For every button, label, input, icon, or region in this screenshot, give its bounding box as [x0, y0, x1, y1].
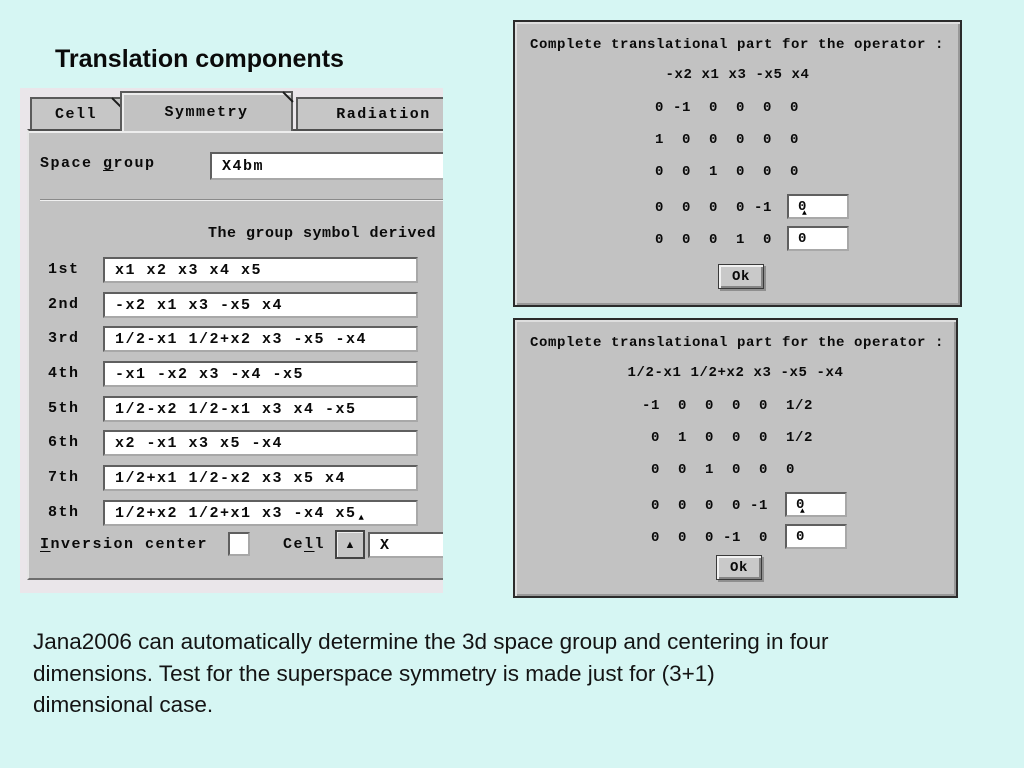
space-group-value: X4bm — [222, 157, 265, 175]
dialog-operator: 1/2-x1 1/2+x2 x3 -x5 -x4 — [627, 365, 844, 381]
label-text: roup — [113, 155, 156, 172]
tab-radiation-label: Radiation — [336, 105, 431, 123]
translation-value: 0 — [796, 529, 806, 545]
matrix-row: -1 0 0 0 0 1/2 — [642, 398, 814, 414]
translation-value: 0 — [796, 497, 806, 513]
separator — [40, 199, 443, 200]
operator-value: -x2 x1 x3 -x5 x4 — [115, 296, 284, 314]
operator-value: -x1 -x2 x3 -x4 -x5 — [115, 365, 305, 383]
operator-ordinal: 6th — [48, 434, 80, 451]
operator-value: 1/2+x2 1/2+x1 x3 -x4 x5 — [115, 504, 357, 522]
operator-input[interactable]: 1/2-x1 1/2+x2 x3 -x5 -x4 — [103, 326, 418, 352]
operator-value: 1/2+x1 1/2-x2 x3 x5 x4 — [115, 469, 347, 487]
tab-corner-tick — [282, 91, 294, 103]
tab-cell-label: Cell — [54, 105, 97, 123]
operator-ordinal: 1st — [48, 261, 80, 278]
translation-input[interactable]: 0 ▲ — [785, 492, 847, 517]
matrix-row: 0 0 0 1 0 — [646, 232, 773, 248]
dialog-operator: -x2 x1 x3 -x5 x4 — [665, 67, 810, 83]
operator-input[interactable]: 1/2-x2 1/2-x1 x3 x4 -x5 — [103, 396, 418, 422]
tab-symmetry[interactable]: Symmetry — [120, 91, 294, 131]
text-cursor-icon: ▲ — [358, 512, 366, 523]
operator-value: 1/2-x2 1/2-x1 x3 x4 -x5 — [115, 400, 357, 418]
cell-centering-input[interactable]: X — [368, 532, 443, 558]
matrix-row: 0 0 1 0 0 0 — [646, 164, 800, 180]
inversion-center-checkbox[interactable] — [228, 532, 250, 556]
matrix-row: 0 0 0 0 -1 — [642, 498, 769, 514]
ok-button[interactable]: Ok — [716, 555, 762, 580]
ok-button[interactable]: Ok — [718, 264, 764, 289]
inversion-center-label: Inversion center — [40, 537, 208, 552]
tab-radiation[interactable]: Radiation — [296, 97, 443, 129]
cell-label: Cell — [283, 537, 325, 552]
derived-text: The group symbol derived — [208, 225, 437, 242]
operator-value: x1 x2 x3 x4 x5 — [115, 261, 263, 279]
operator-value: x2 -x1 x3 x5 -x4 — [115, 434, 284, 452]
ok-button-label: Ok — [731, 268, 750, 285]
translation-value: 0 — [798, 231, 808, 247]
operator-input[interactable]: 1/2+x1 1/2-x2 x3 x5 x4 — [103, 465, 418, 491]
text-cursor-icon: ▲ — [802, 209, 808, 218]
dialog-title: Complete translational part for the oper… — [530, 335, 945, 351]
cell-up-arrow-button[interactable]: ▲ — [335, 530, 365, 559]
translation-value: 0 — [798, 199, 808, 215]
symmetry-window: Cell Symmetry Radiation Space group X4bm… — [20, 88, 443, 593]
translation-dialog-2: Complete translational part for the oper… — [513, 318, 958, 598]
cell-centering-value: X — [380, 536, 391, 554]
space-group-input[interactable]: X4bm — [210, 152, 443, 180]
tab-cell[interactable]: Cell — [30, 97, 123, 129]
text-cursor-icon: ▲ — [800, 507, 806, 516]
ok-button-label: Ok — [729, 559, 748, 576]
operator-input[interactable]: x1 x2 x3 x4 x5 — [103, 257, 418, 283]
operator-input[interactable]: 1/2+x2 1/2+x1 x3 -x4 x5▲ — [103, 500, 418, 526]
translation-input[interactable]: 0 ▲ — [787, 194, 849, 219]
label-text: l — [314, 536, 326, 553]
mnemonic-letter: I — [40, 536, 51, 553]
operator-input[interactable]: -x1 -x2 x3 -x4 -x5 — [103, 361, 418, 387]
slide-caption: Jana2006 can automatically determine the… — [33, 629, 829, 717]
matrix-row: 0 0 1 0 0 0 — [642, 462, 796, 478]
matrix-row: 0 1 0 0 0 1/2 — [642, 430, 814, 446]
operator-ordinal: 5th — [48, 400, 80, 417]
operator-input[interactable]: -x2 x1 x3 -x5 x4 — [103, 292, 418, 318]
tab-symmetry-label: Symmetry — [164, 103, 249, 121]
operator-input[interactable]: x2 -x1 x3 x5 -x4 — [103, 430, 418, 456]
translation-dialog-1: Complete translational part for the oper… — [513, 20, 962, 307]
label-text: nversion center — [50, 536, 209, 553]
operator-ordinal: 8th — [48, 504, 80, 521]
translation-input[interactable]: 0 — [787, 226, 849, 251]
matrix-row: 0 0 0 -1 0 — [642, 530, 769, 546]
label-text: Ce — [283, 536, 305, 553]
operator-ordinal: 4th — [48, 365, 80, 382]
operator-ordinal: 7th — [48, 469, 80, 486]
up-triangle-icon: ▲ — [344, 538, 356, 551]
translation-input[interactable]: 0 — [785, 524, 847, 549]
mnemonic-letter: l — [304, 536, 315, 553]
page-title: Translation components — [55, 45, 344, 73]
operator-ordinal: 2nd — [48, 296, 80, 313]
space-group-label: Space group — [40, 156, 156, 171]
operator-ordinal: 3rd — [48, 330, 80, 347]
matrix-row: 1 0 0 0 0 0 — [646, 132, 800, 148]
dialog-title: Complete translational part for the oper… — [530, 37, 945, 53]
operator-value: 1/2-x1 1/2+x2 x3 -x5 -x4 — [115, 330, 368, 348]
label-text: Space — [40, 155, 104, 172]
mnemonic-letter: g — [103, 155, 114, 172]
matrix-row: 0 -1 0 0 0 0 — [646, 100, 800, 116]
matrix-row: 0 0 0 0 -1 — [646, 200, 773, 216]
